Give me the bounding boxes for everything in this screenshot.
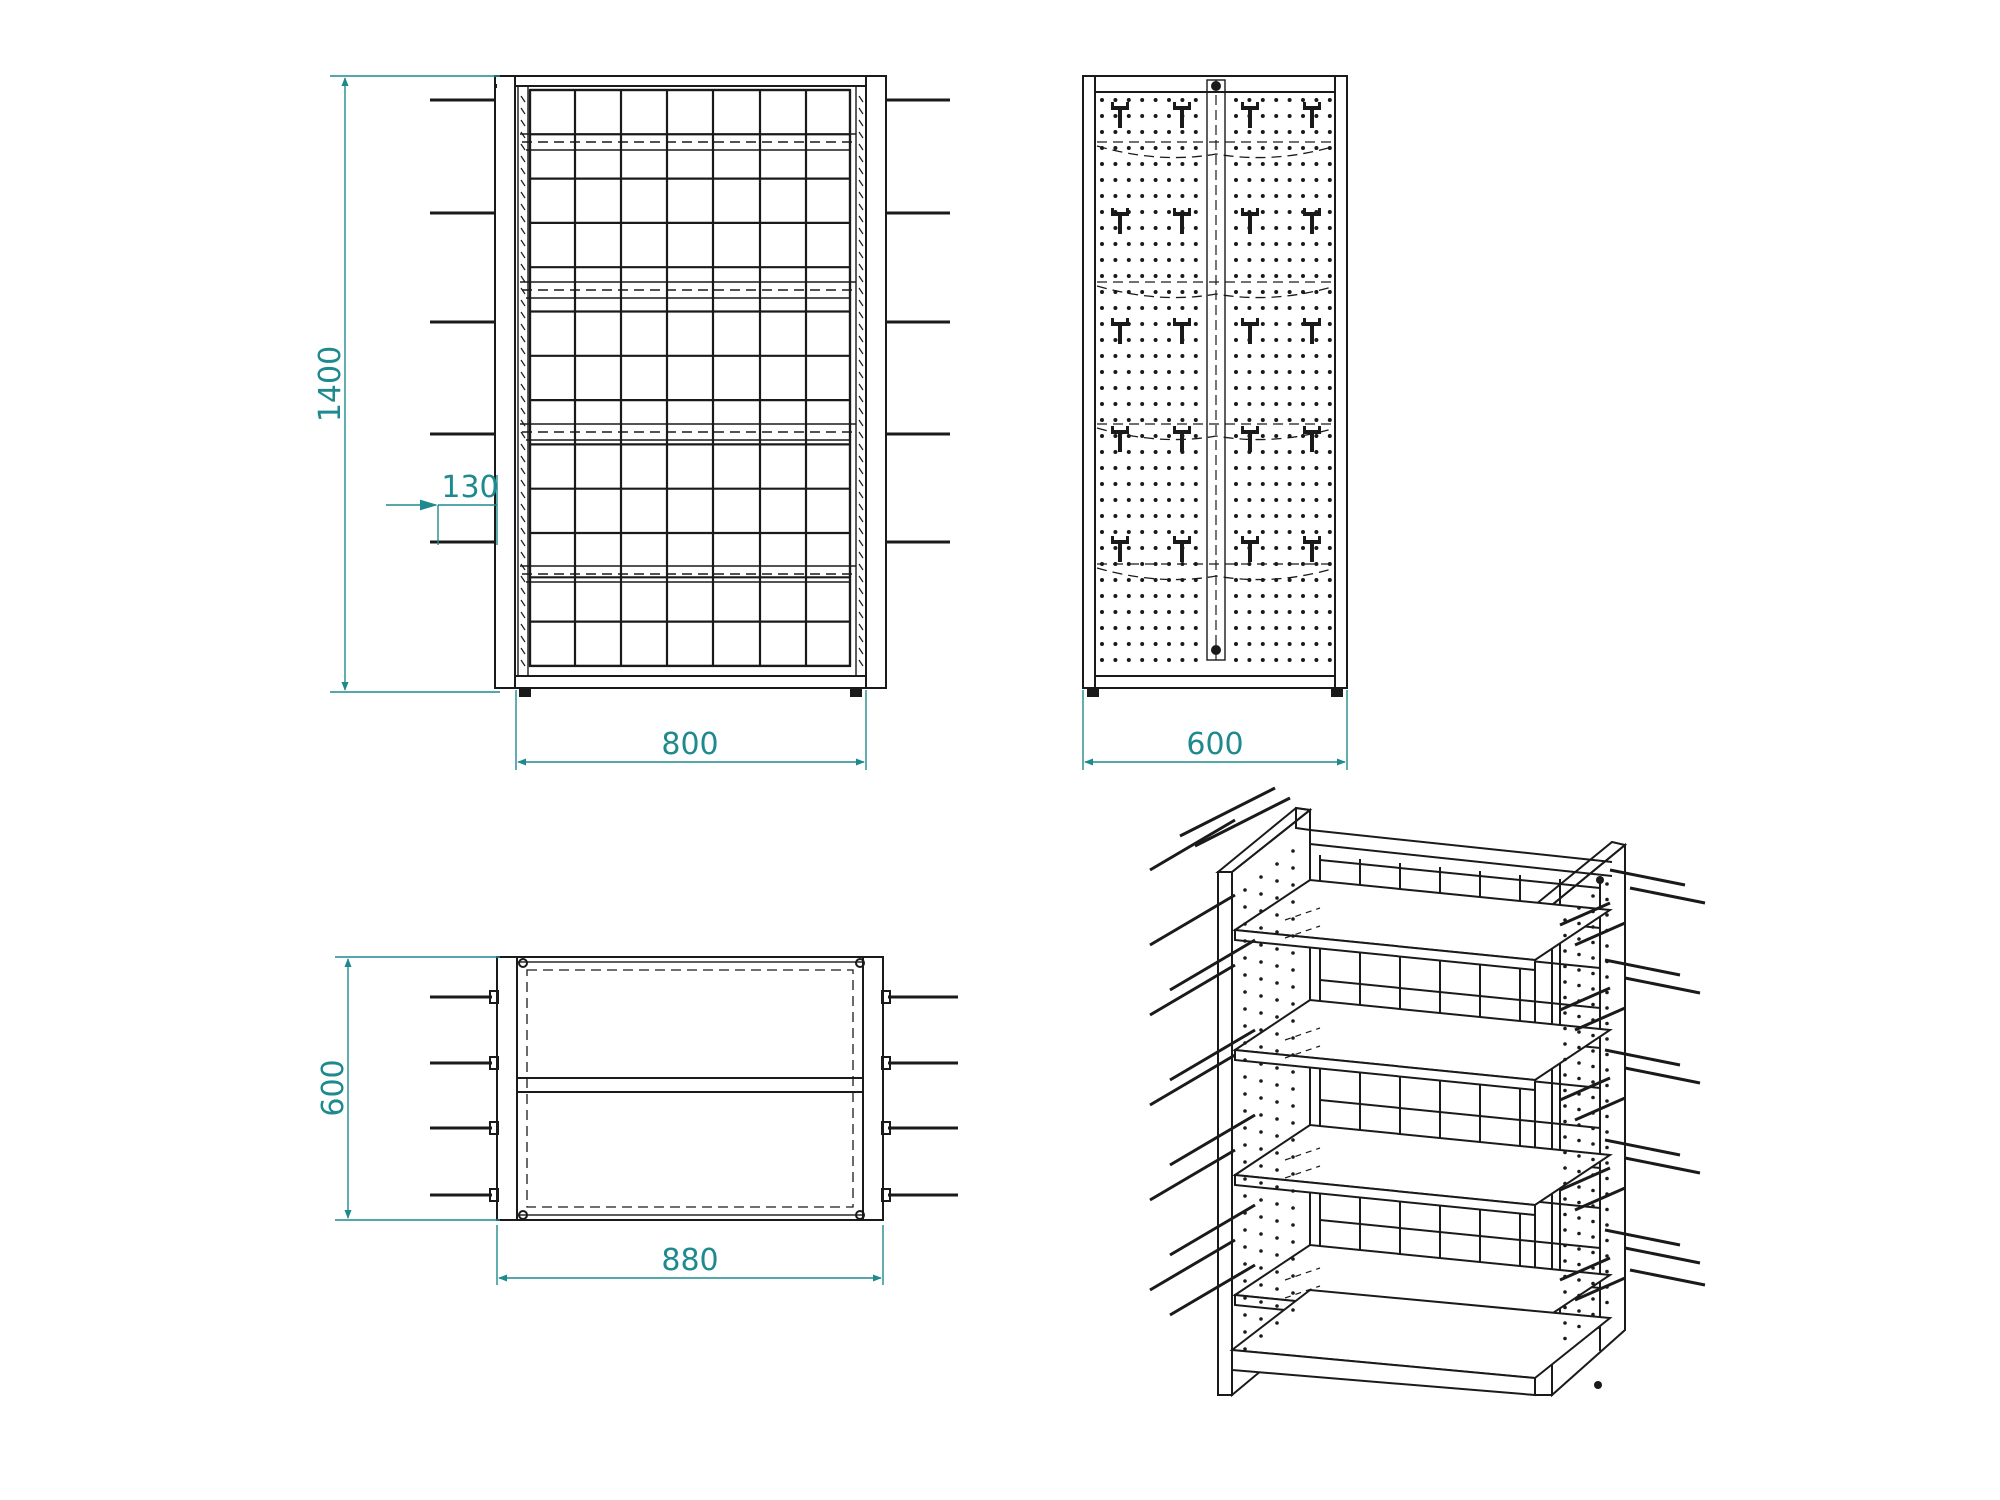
right-post [865,75,887,689]
base-plinth [514,675,867,689]
side-view [1082,75,1348,697]
iso-left-hook [1149,1238,1236,1292]
iso-left-hook [1149,893,1236,947]
iso-bolt [1596,876,1604,884]
iso-right-hook [1624,1246,1701,1265]
upright [517,85,529,677]
iso-left-hook [1194,796,1291,848]
peg-hook [1111,102,1129,128]
peg-hook [1303,208,1321,234]
peg-hook [1241,536,1259,562]
iso-right-hook [1609,868,1686,887]
shelf-profile [1096,567,1336,581]
iso-left-hook [1149,1148,1236,1202]
top-inner [516,961,864,1216]
iso-right-hook [1624,1066,1701,1085]
left-foot [519,687,531,697]
corner-bolt [855,1210,865,1220]
front-height-label: 1400 [313,346,348,422]
iso-right-hook [1574,921,1626,947]
iso-left-hook [1169,938,1256,992]
iso-right-hook [1624,1156,1701,1175]
iso-left-hook [1149,818,1236,872]
peg-hook [1173,208,1191,234]
right-foot [850,687,862,697]
peg-hook [1111,318,1129,344]
iso-left-hook [1149,1053,1236,1107]
iso-right-hook [1624,976,1701,995]
peg-hook [1303,536,1321,562]
bottom-bolt [1211,645,1221,655]
isometric-view [1149,786,1706,1398]
iso-right-hook [1604,958,1681,977]
iso-right-hook [1559,1166,1611,1192]
dimension-lines [330,75,1348,1285]
shelf-profile [1096,427,1336,441]
iso-left-hook [1149,963,1236,1017]
top-shelf-dashed [526,969,854,1208]
peg-hook [1241,208,1259,234]
hook-length-label: 130 [441,470,498,505]
side-foot [1087,687,1099,697]
iso-right-hook [1559,901,1611,927]
peg-hook [1173,426,1191,452]
iso-right-hook [1574,1186,1626,1212]
iso-right-hook [1559,1256,1611,1282]
corner-bolt [855,958,865,968]
peg-hook [1173,102,1191,128]
iso-left-hook [1179,786,1276,838]
iso-right-hook [1604,1138,1681,1157]
peg-hook [1303,102,1321,128]
corner-bolt [518,1210,528,1220]
side-width-label: 600 [1186,727,1243,762]
peg-hook [1173,536,1191,562]
peg-hook [1173,318,1191,344]
top-outline [496,956,884,1221]
iso-right-hook [1604,1228,1681,1247]
iso-right-hook [1574,1276,1626,1302]
iso-right-hook [1559,986,1611,1012]
side-panel-outline [1082,75,1348,689]
side-foot [1331,687,1343,697]
peg-hook [1111,536,1129,562]
iso-right-hook [1604,1048,1681,1067]
peg-hook [1303,426,1321,452]
iso-left-hook [1169,1113,1256,1167]
iso-right-hook [1574,1006,1626,1032]
iso-left-hook [1169,1028,1256,1082]
iso-right-hook [1629,886,1706,905]
left-post [494,75,516,689]
corner-bolt [518,958,528,968]
peg-hook [1241,426,1259,452]
iso-right-hook [1574,1096,1626,1122]
peg-hook [1111,426,1129,452]
top-depth-label: 600 [316,1059,351,1116]
side-left-post [1082,75,1096,689]
peg-hook [1241,102,1259,128]
upright [855,85,867,677]
iso-right-hook [1629,1268,1706,1287]
iso-right-hook [1559,1076,1611,1102]
side-right-post [1334,75,1348,689]
top-bolt [1211,81,1221,91]
back-mesh [528,88,852,668]
iso-left-hook [1169,1263,1256,1317]
peg-hook [1303,318,1321,344]
front-width-label: 800 [661,727,718,762]
peg-hook [1241,318,1259,344]
iso-left-hook [1169,1203,1256,1257]
top-view [430,956,958,1221]
peg-hook [1111,208,1129,234]
shelf-profile [1096,285,1336,299]
shelf-profile [1096,145,1336,159]
iso-dashed-hooks [1284,907,1321,1299]
top-right-post [862,956,884,1221]
top-left-post [496,956,518,1221]
iso-bolt [1594,1381,1602,1389]
iso-back-rail [1309,829,1613,863]
front-view [430,75,950,697]
top-width-label: 880 [661,1243,718,1278]
